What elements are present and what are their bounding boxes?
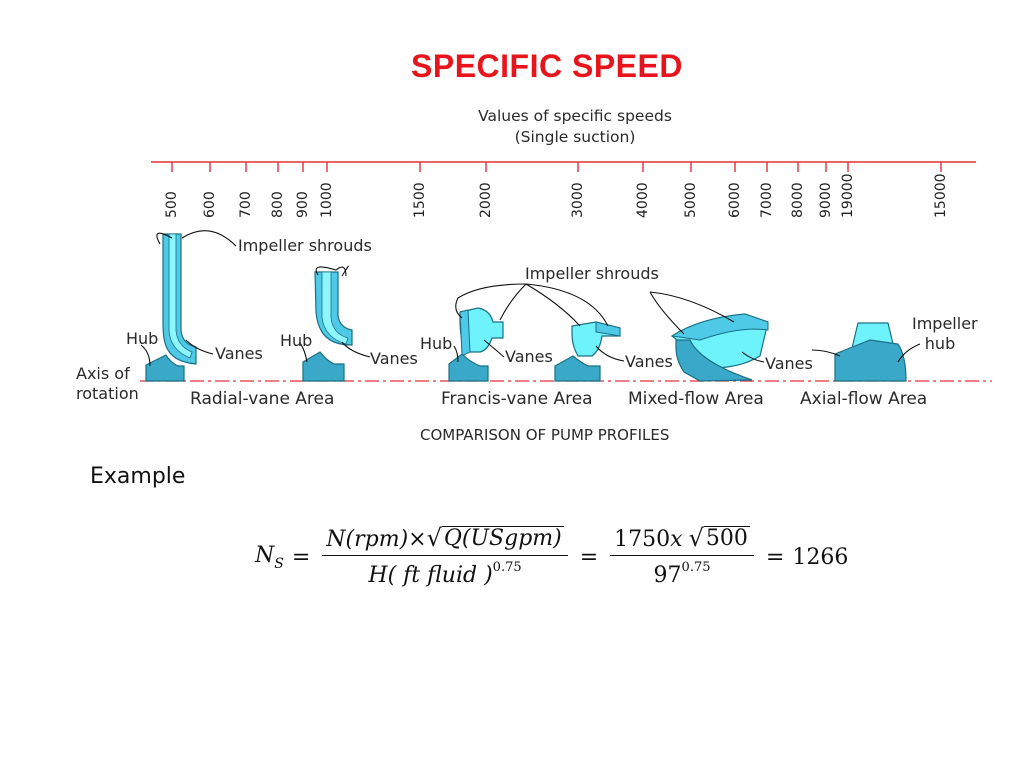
scale-header-line2: (Single suction) xyxy=(514,128,636,146)
label-hub-2: Hub xyxy=(280,331,313,350)
formula-equals-1: = xyxy=(291,544,311,570)
scale-tick-label: 900 xyxy=(295,191,311,218)
radial-impeller-1 xyxy=(145,233,197,382)
slide-title: SPECIFIC SPEED xyxy=(411,48,683,84)
area-label-radial: Radial-vane Area xyxy=(190,389,335,409)
label-hub-1: Hub xyxy=(126,329,159,348)
scale-tick-label: 19000 xyxy=(840,173,856,218)
francis-impeller-1 xyxy=(448,307,504,382)
scale-tick-label: 800 xyxy=(270,191,286,218)
pump-profiles-diagram xyxy=(140,161,992,382)
axial-flow-impeller xyxy=(834,322,907,382)
label-axis-line2: rotation xyxy=(76,384,139,403)
formula-num2-prefix: 1750 xyxy=(614,527,671,552)
formula-fraction-1: N(rpm)×√Q(USgpm) H( ft fluid )0.75 xyxy=(322,524,568,588)
scale-tick-label: 8000 xyxy=(790,182,806,218)
formula-den1-base: H( ft fluid ) xyxy=(368,563,493,588)
formula-lhs: NS xyxy=(255,543,284,572)
scale-tick-label: 5000 xyxy=(683,182,699,218)
scale-tick-label: 1500 xyxy=(412,182,428,218)
formula-den1-exponent: 0.75 xyxy=(492,560,522,575)
scale-tick-label: 700 xyxy=(238,191,254,218)
area-label-francis: Francis-vane Area xyxy=(441,389,593,409)
label-impeller-hub-line1: Impeller xyxy=(912,314,978,333)
formula-denominator-2: 970.75 xyxy=(650,556,715,588)
scale-tick-label: 3000 xyxy=(570,182,586,218)
formula-fraction-2: 1750x√500 970.75 xyxy=(610,526,754,588)
label-vanes-4: Vanes xyxy=(625,352,673,371)
formula-den2-exponent: 0.75 xyxy=(681,560,711,575)
label-axis-line1: Axis of xyxy=(76,364,130,383)
formula-equals-2: = xyxy=(579,544,599,570)
formula-lhs-symbol: N xyxy=(255,542,275,568)
scale-tick-label: 9000 xyxy=(818,182,834,218)
label-axis-of-rotation: Axis of rotation xyxy=(76,364,139,404)
formula-lhs-subscript: S xyxy=(274,555,284,572)
formula-numerator-1: N(rpm)×√Q(USgpm) xyxy=(322,524,568,556)
formula-num1-radicand: Q(USgpm) xyxy=(441,526,564,551)
label-vanes-3: Vanes xyxy=(505,347,553,366)
area-label-axial: Axial-flow Area xyxy=(800,389,928,409)
scale-header-line1: Values of specific speeds xyxy=(478,107,672,125)
scale-tick-label: 2000 xyxy=(478,182,494,218)
label-vanes-2: Vanes xyxy=(370,349,418,368)
mixed-flow-impeller xyxy=(670,313,769,382)
scale-tick-label: 15000 xyxy=(933,173,949,218)
formula-denominator-1: H( ft fluid )0.75 xyxy=(364,556,525,588)
scale-tick-label: 600 xyxy=(202,191,218,218)
scale-tick-label: 6000 xyxy=(727,182,743,218)
scale-tick-label: 1000 xyxy=(319,182,335,218)
formula-sqrt-2: √500 xyxy=(688,524,750,552)
formula-equals-3: = xyxy=(765,544,785,570)
formula-numerator-2: 1750x√500 xyxy=(610,526,754,556)
label-hub-3: Hub xyxy=(420,334,453,353)
francis-impeller-2 xyxy=(554,321,621,382)
scale-header: Values of specific speeds (Single suctio… xyxy=(455,106,695,148)
formula-num2-radicand: 500 xyxy=(703,526,750,551)
label-vanes-5: Vanes xyxy=(765,354,813,373)
formula-num2-x: x xyxy=(670,527,683,552)
radial-impeller-2 xyxy=(302,271,353,382)
label-impeller-shrouds-2: Impeller shrouds xyxy=(525,264,659,283)
scale-tick-marks xyxy=(171,162,942,172)
scale-tick-label: 500 xyxy=(164,191,180,218)
diagram-caption: COMPARISON OF PUMP PROFILES xyxy=(420,426,670,444)
formula-sqrt-1: √Q(USgpm) xyxy=(426,524,564,552)
specific-speed-formula: NS = N(rpm)×√Q(USgpm) H( ft fluid )0.75 … xyxy=(255,522,848,592)
example-label: Example xyxy=(90,464,186,489)
scale-tick-label: 4000 xyxy=(635,182,651,218)
formula-result: 1266 xyxy=(792,544,849,570)
leader-lines xyxy=(140,230,921,367)
scale-tick-label: 7000 xyxy=(759,182,775,218)
label-impeller-shrouds-1: Impeller shrouds xyxy=(238,236,372,255)
area-label-mixed: Mixed-flow Area xyxy=(628,389,764,409)
label-impeller-hub: Impeller hub xyxy=(912,314,978,354)
label-vanes-1: Vanes xyxy=(215,344,263,363)
formula-num1-prefix: N(rpm)× xyxy=(326,527,427,552)
formula-den2-base: 97 xyxy=(653,563,682,588)
label-impeller-hub-line2: hub xyxy=(924,334,956,353)
